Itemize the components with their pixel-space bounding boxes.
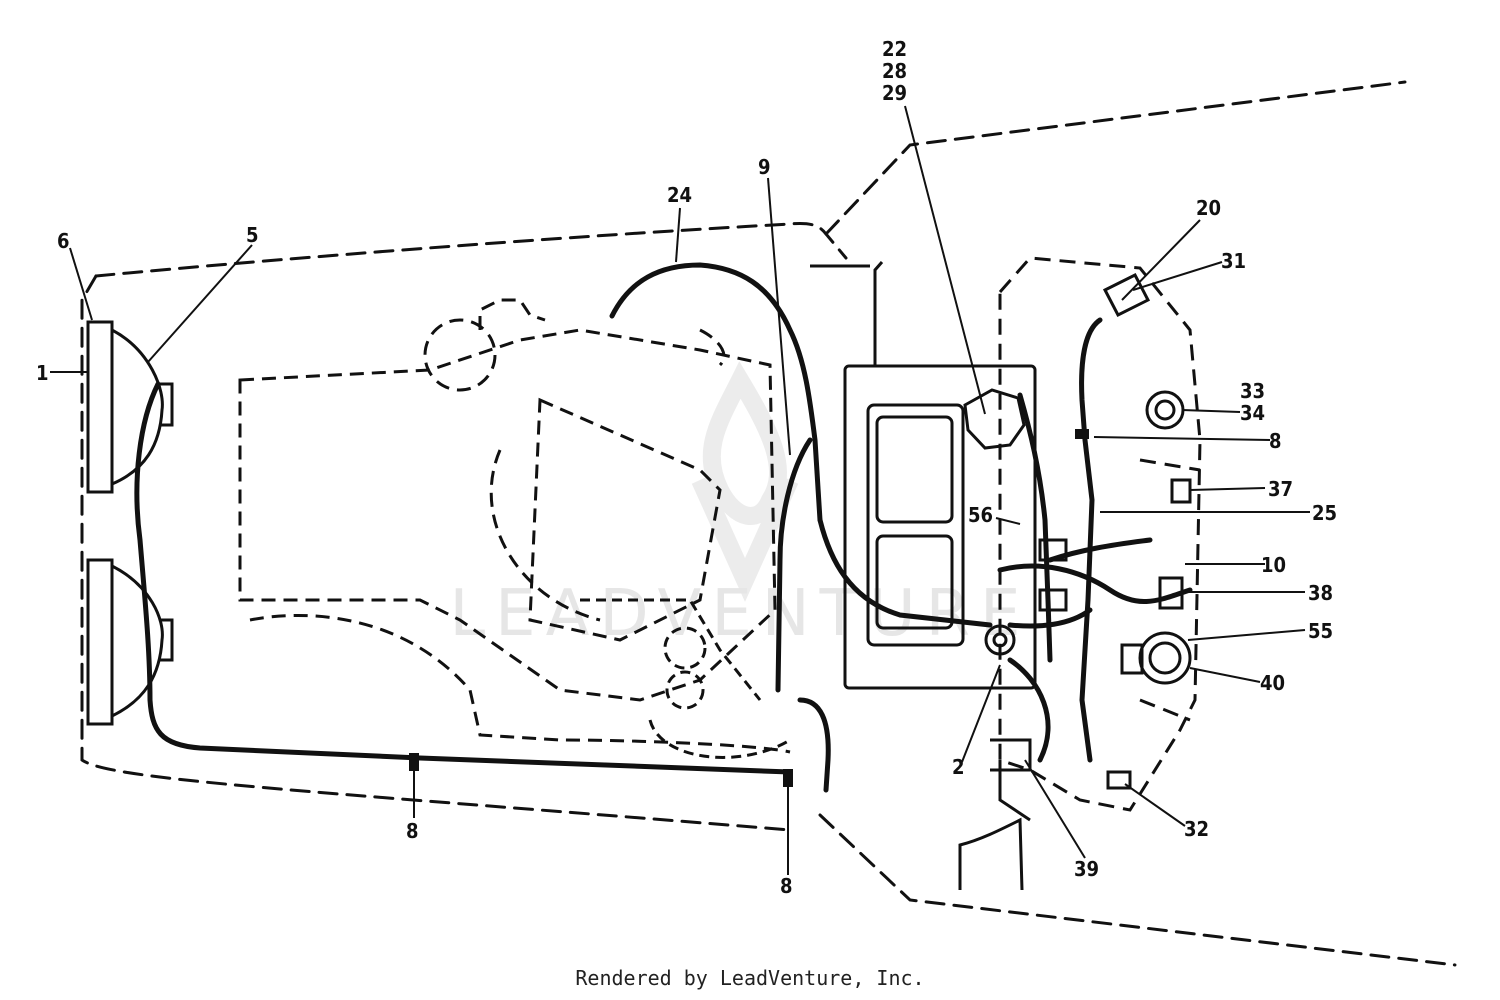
callout-25: 25 xyxy=(1312,501,1337,525)
callout-34: 34 xyxy=(1240,401,1265,425)
leader-lines xyxy=(50,105,1310,875)
callout-20: 20 xyxy=(1196,196,1221,220)
callout-40: 40 xyxy=(1260,671,1285,695)
callout-10: 10 xyxy=(1261,553,1286,577)
callout-8-center: 8 xyxy=(780,874,793,898)
callout-39: 39 xyxy=(1074,857,1099,881)
callout-33: 33 xyxy=(1240,379,1265,403)
callout-labels: 1 2 5 6 8 8 8 9 10 20 22 28 29 24 25 31 … xyxy=(36,37,1337,898)
callout-55: 55 xyxy=(1308,619,1333,643)
pulley-details xyxy=(580,598,791,759)
callout-8-right: 8 xyxy=(1269,429,1282,453)
callout-37: 37 xyxy=(1268,477,1293,501)
callout-22: 22 xyxy=(882,37,907,61)
callout-28: 28 xyxy=(882,59,907,83)
headlight-lower xyxy=(86,558,174,726)
watermark-text: LEADVENTURE xyxy=(450,577,1031,651)
engine-outline xyxy=(238,298,791,754)
callout-8-left: 8 xyxy=(406,819,419,843)
callout-2: 2 xyxy=(952,755,965,779)
callout-29: 29 xyxy=(882,81,907,105)
callout-9: 9 xyxy=(758,155,771,179)
watermark-logo xyxy=(691,361,799,602)
callout-6: 6 xyxy=(57,229,70,253)
callout-38: 38 xyxy=(1308,581,1333,605)
instrument-panel xyxy=(810,261,1037,690)
callout-56: 56 xyxy=(968,503,993,527)
dash-bulkhead xyxy=(998,256,1202,812)
callout-32: 32 xyxy=(1184,817,1209,841)
wiring-harness xyxy=(134,262,1193,793)
callout-31: 31 xyxy=(1221,249,1246,273)
render-credit: Rendered by LeadVenture, Inc. xyxy=(575,966,925,990)
callout-5: 5 xyxy=(246,223,259,247)
callout-1: 1 xyxy=(36,361,49,385)
callout-24: 24 xyxy=(667,183,692,207)
electrical-components xyxy=(958,272,1192,891)
watermark: LEADVENTURE xyxy=(450,361,1031,651)
hood-outline xyxy=(80,80,1457,967)
headlight-upper xyxy=(86,320,174,494)
